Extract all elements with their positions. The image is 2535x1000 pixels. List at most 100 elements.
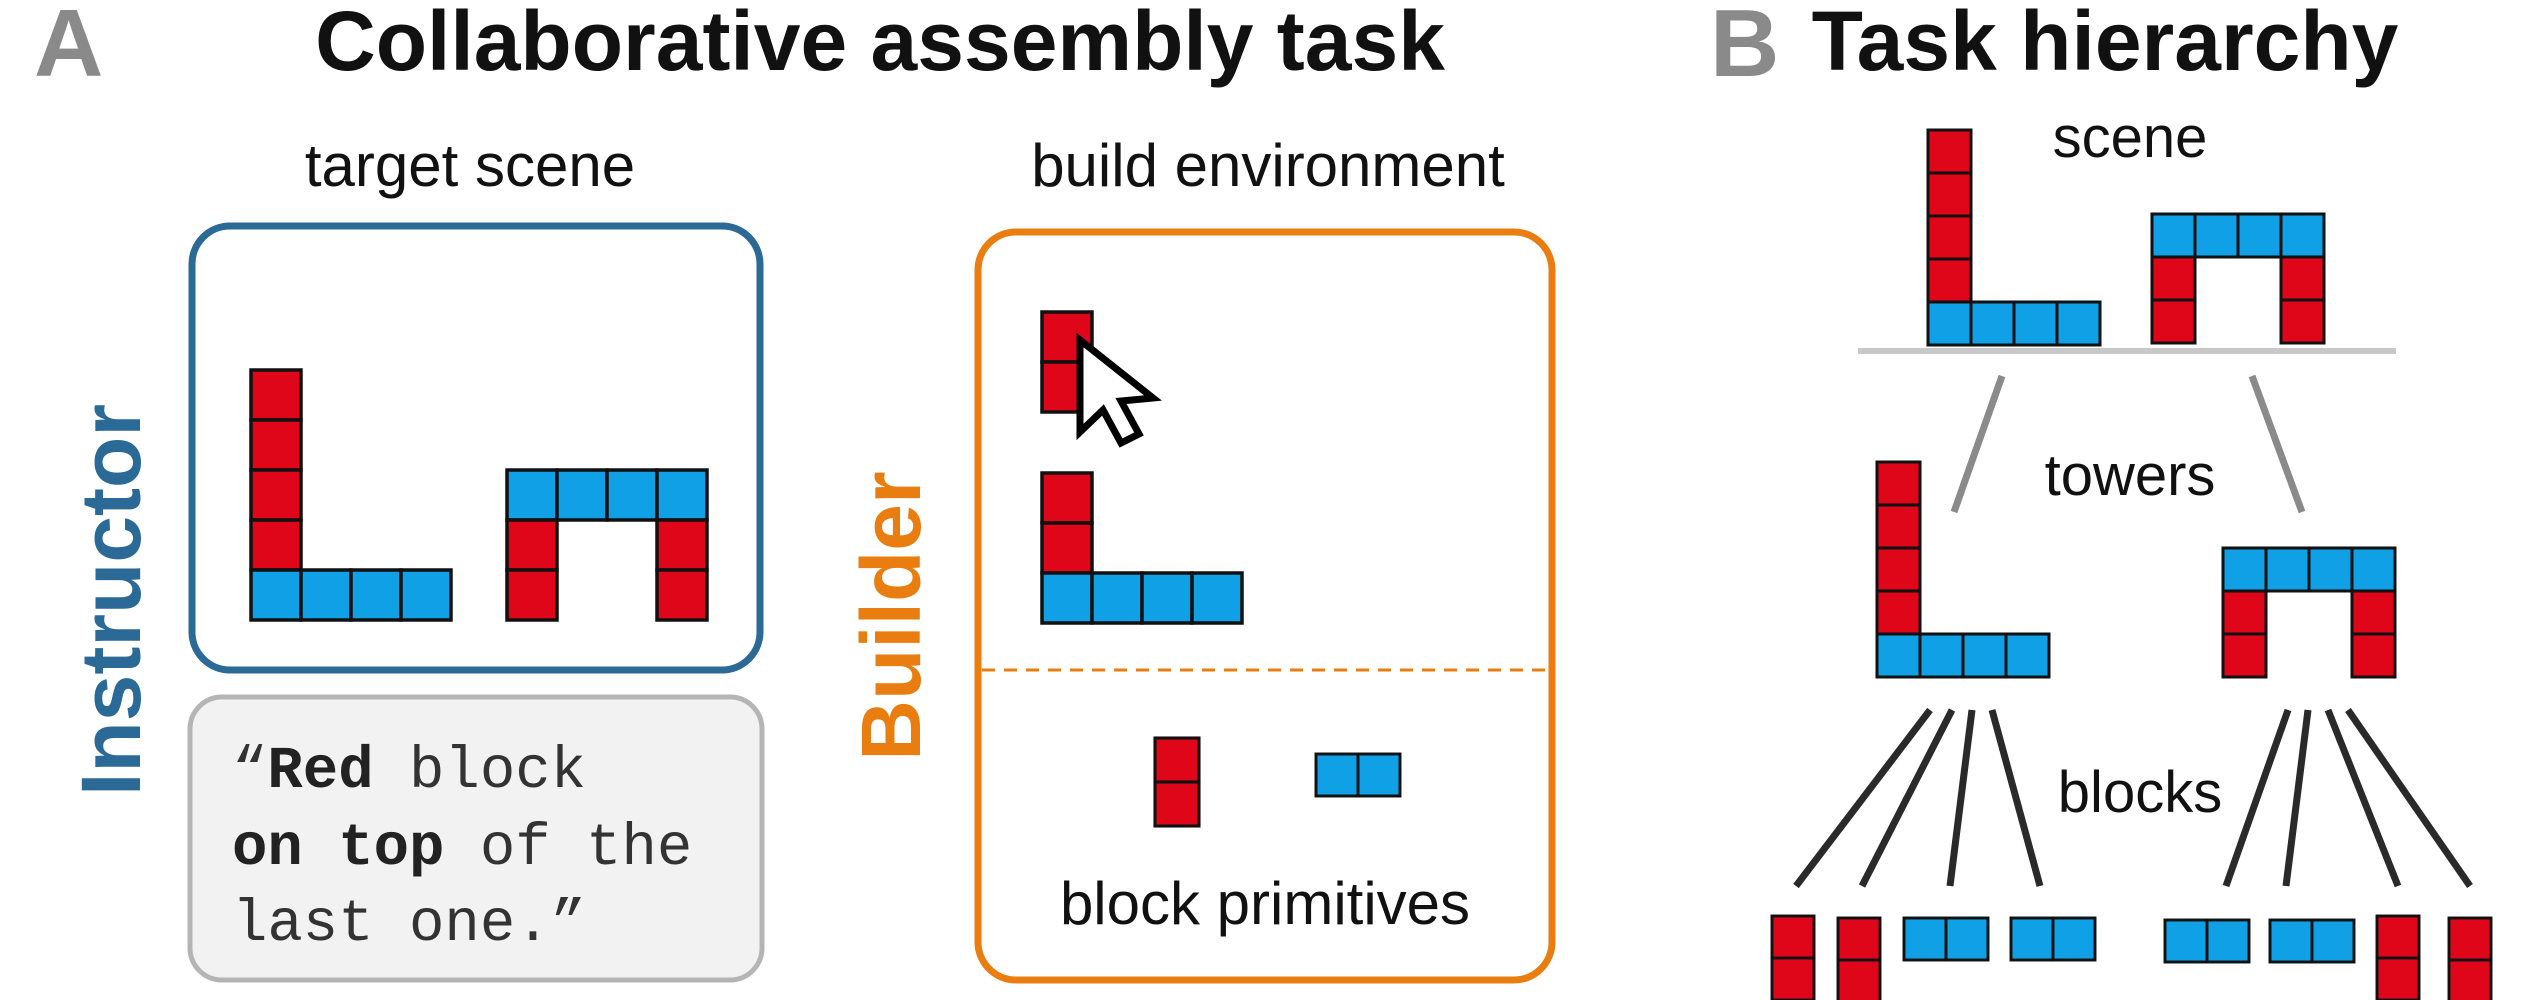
red-block	[2350, 632, 2397, 679]
panel-b-letter: B	[1710, 0, 1779, 97]
connector-left-2	[1858, 708, 1956, 888]
connectors-tower-right-blocks	[2222, 708, 2473, 888]
red-block	[2279, 298, 2326, 345]
blue-block	[399, 568, 453, 622]
blue-block	[605, 468, 659, 522]
message-line-3: last one.”	[232, 891, 586, 958]
red-block	[2447, 958, 2493, 1000]
blue-block	[249, 568, 303, 622]
red-block	[2375, 914, 2421, 960]
red-block	[1770, 914, 1816, 960]
red-block	[1875, 460, 1922, 507]
red-block	[1875, 503, 1922, 550]
level-label-blocks: blocks	[2058, 760, 2222, 825]
red-block	[2150, 298, 2197, 345]
mouse-cursor-icon	[1076, 332, 1162, 448]
red-block	[1040, 521, 1094, 575]
red-block	[2350, 589, 2397, 636]
red-block	[249, 368, 303, 422]
blue-block	[1969, 300, 2016, 347]
open-quote: “	[232, 738, 267, 805]
connector-left-3	[1946, 709, 1976, 887]
red-block	[655, 568, 709, 622]
connectors-tower-left-blocks	[1793, 707, 2044, 889]
blue-block	[2163, 918, 2209, 964]
red-block	[2447, 916, 2493, 962]
hierarchy-blocks	[1770, 914, 2493, 1000]
blue-block	[2205, 918, 2251, 964]
connector-left-4	[1988, 709, 2044, 887]
red-block	[2221, 632, 2268, 679]
blue-block	[655, 468, 709, 522]
connector-right-2	[2282, 709, 2312, 887]
red-block	[249, 468, 303, 522]
red-block	[1926, 171, 1973, 218]
red-block	[1926, 128, 1973, 175]
red-block	[249, 518, 303, 572]
target-scene-label: target scene	[305, 132, 635, 199]
blue-block	[1918, 632, 1965, 679]
blue-block	[2307, 546, 2354, 593]
build-environment-blocks	[1040, 310, 1244, 625]
word-block: block	[374, 738, 586, 805]
blue-block	[2221, 546, 2268, 593]
blue-block	[2150, 212, 2197, 259]
red-block	[2221, 589, 2268, 636]
connector-scene-tower-right	[2248, 374, 2306, 514]
blue-block	[2310, 918, 2356, 964]
red-block	[1836, 916, 1882, 962]
instruction-message-box	[187, 694, 765, 983]
blue-block	[1090, 571, 1144, 625]
target-scene-blocks	[249, 368, 709, 622]
panel-b-title: Task hierarchy	[1812, 0, 2399, 88]
connector-right-1	[2222, 708, 2292, 888]
red-block	[2279, 255, 2326, 302]
blue-block	[1961, 632, 2008, 679]
red-block	[249, 418, 303, 472]
red-block	[1926, 214, 1973, 261]
message-line-2: on top of the	[232, 815, 692, 882]
hierarchy-scene	[1926, 128, 2326, 347]
blue-block	[555, 468, 609, 522]
blue-block	[1356, 752, 1402, 798]
red-block	[1153, 736, 1201, 784]
red-block	[505, 518, 559, 572]
red-block	[1836, 958, 1882, 1000]
blue-block	[1944, 916, 1990, 962]
blue-block	[505, 468, 559, 522]
red-block	[2150, 255, 2197, 302]
build-environment-label: build environment	[1031, 132, 1505, 199]
blue-block	[2279, 212, 2326, 259]
blue-block	[2350, 546, 2397, 593]
blue-block	[1140, 571, 1194, 625]
blue-block	[2193, 212, 2240, 259]
red-block	[655, 518, 709, 572]
block-primitives	[1153, 736, 1402, 828]
target-scene-box	[188, 222, 764, 674]
blue-block	[1314, 752, 1360, 798]
level-label-scene: scene	[2053, 105, 2208, 170]
blue-block	[2055, 300, 2102, 347]
red-block	[505, 568, 559, 622]
connector-right-4	[2345, 708, 2473, 888]
instructor-label: Instructor	[64, 404, 158, 796]
panel-a-letter: A	[34, 0, 103, 97]
blue-block	[2236, 212, 2283, 259]
word-red: Red	[267, 738, 373, 805]
blue-block	[299, 568, 353, 622]
red-block	[1153, 780, 1201, 828]
blue-block	[349, 568, 403, 622]
blue-block	[2004, 632, 2051, 679]
blue-block	[2264, 546, 2311, 593]
blue-block	[2051, 916, 2097, 962]
message-line-1: “Red block	[232, 738, 586, 805]
blue-block	[2268, 918, 2314, 964]
level-label-towers: towers	[2045, 443, 2216, 508]
red-block	[2375, 956, 2421, 1000]
blue-block	[1902, 916, 1948, 962]
red-block	[1926, 257, 1973, 304]
word-of-the: of the	[444, 815, 692, 882]
red-block	[1875, 589, 1922, 636]
hierarchy-towers	[1875, 460, 2397, 679]
